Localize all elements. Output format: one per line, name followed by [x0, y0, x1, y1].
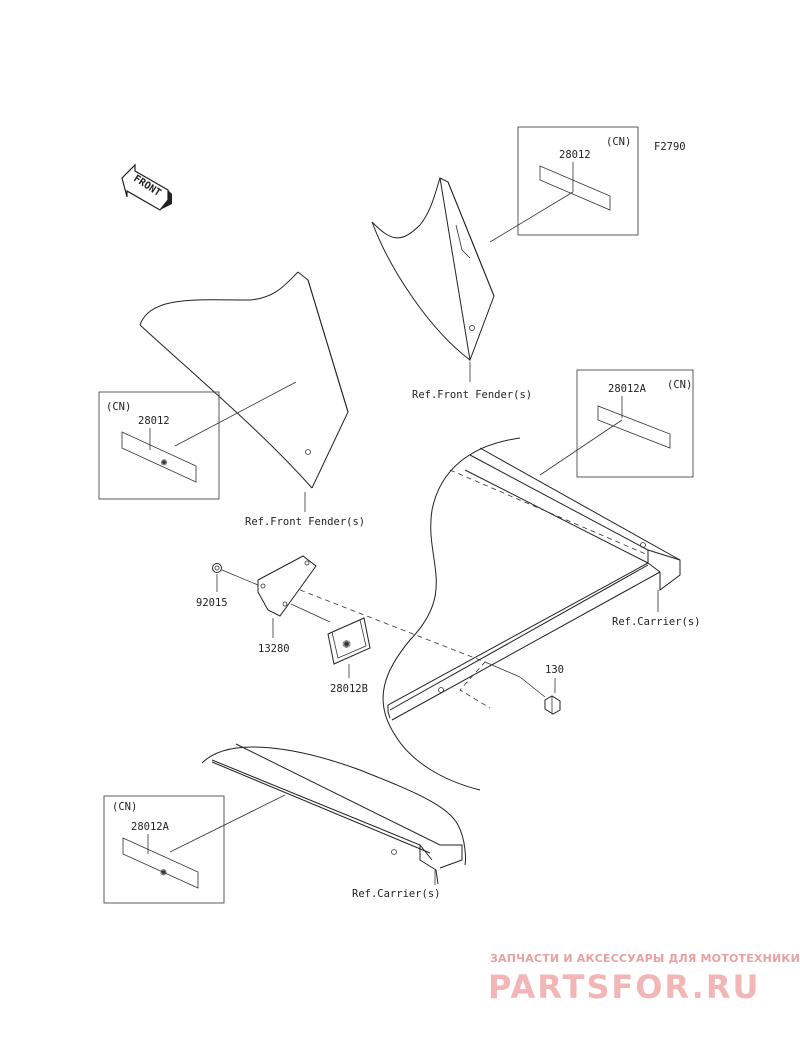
cn-label-4: (CN) — [112, 801, 137, 813]
cn-label-2: (CN) — [106, 401, 131, 413]
carrier-rear: Ref.Carrier(s) — [299, 437, 701, 791]
ref-carrier-bottom: Ref.Carrier(s) — [352, 888, 441, 900]
part-28012A-right: 28012A — [608, 383, 647, 395]
front-fender-upper: Ref.Front Fender(s) — [371, 177, 532, 401]
part-13280: 13280 — [258, 643, 290, 655]
label-box-28012-top: (CN) 28012 — [489, 126, 639, 243]
part-28012-top: 28012 — [559, 149, 591, 161]
watermark-brand: PARTSFOR.RU — [488, 968, 761, 1006]
logo-mark-icon: ✺ — [158, 867, 169, 879]
nut-92015 — [212, 563, 222, 573]
ref-carrier-right: Ref.Carrier(s) — [612, 616, 701, 628]
part-92015: 92015 — [196, 597, 228, 609]
cn-label-3: (CN) — [667, 379, 692, 391]
figure-code: F2790 — [654, 141, 686, 153]
bracket-13280: 13280 — [257, 555, 317, 655]
bracket-assembly: 92015 13280 ✺ 28012B 130 — [196, 555, 564, 715]
part-28012B: 28012B — [330, 683, 368, 695]
logo-mark-icon: ✺ — [342, 638, 351, 651]
logo-mark-icon: ✺ — [158, 457, 169, 469]
part-130: 130 — [545, 664, 564, 676]
ref-front-fender-upper: Ref.Front Fender(s) — [412, 389, 532, 401]
front-fender-lower: Ref.Front Fender(s) — [139, 271, 365, 528]
bolt-130: 130 — [519, 664, 564, 715]
label-box-28012A-right: (CN) 28012A — [539, 369, 694, 478]
carrier-front: Ref.Carrier(s) — [201, 743, 466, 900]
cn-label-1: (CN) — [606, 136, 631, 148]
label-box-28012A-bottom: (CN) 28012A ✺ — [103, 794, 286, 904]
plate-28012B: ✺ 28012B — [327, 617, 371, 695]
part-28012-left: 28012 — [138, 415, 170, 427]
front-arrow-icon: FRONT — [121, 163, 172, 211]
part-28012A-bottom: 28012A — [131, 821, 170, 833]
ref-front-fender-lower: Ref.Front Fender(s) — [245, 516, 365, 528]
watermark-tagline: ЗАПЧАСТИ И АКСЕССУАРЫ ДЛЯ МОТОТЕХНИКИ — [490, 952, 800, 965]
label-box-28012-left: (CN) 28012 ✺ — [98, 381, 297, 500]
